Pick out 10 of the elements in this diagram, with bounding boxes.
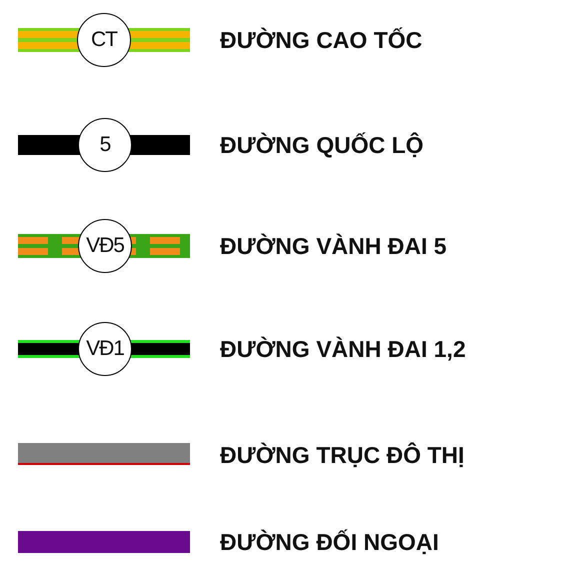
legend-label: ĐƯỜNG ĐỐI NGOẠI — [220, 528, 439, 556]
route-number-badge: 5 — [78, 118, 132, 172]
route-number-badge: VĐ1 — [78, 322, 132, 376]
legend-label: ĐƯỜNG CAO TỐC — [220, 26, 422, 54]
legend-label: ĐƯỜNG TRỤC ĐÔ THỊ — [220, 441, 464, 469]
route-number-badge: CT — [77, 13, 131, 67]
legend-label: ĐƯỜNG QUỐC LỘ — [220, 131, 424, 159]
legend-label: ĐƯỜNG VÀNH ĐAI 5 — [220, 232, 447, 260]
route-number-badge: VĐ5 — [78, 219, 132, 273]
legend-label: ĐƯỜNG VÀNH ĐAI 1,2 — [220, 335, 466, 363]
